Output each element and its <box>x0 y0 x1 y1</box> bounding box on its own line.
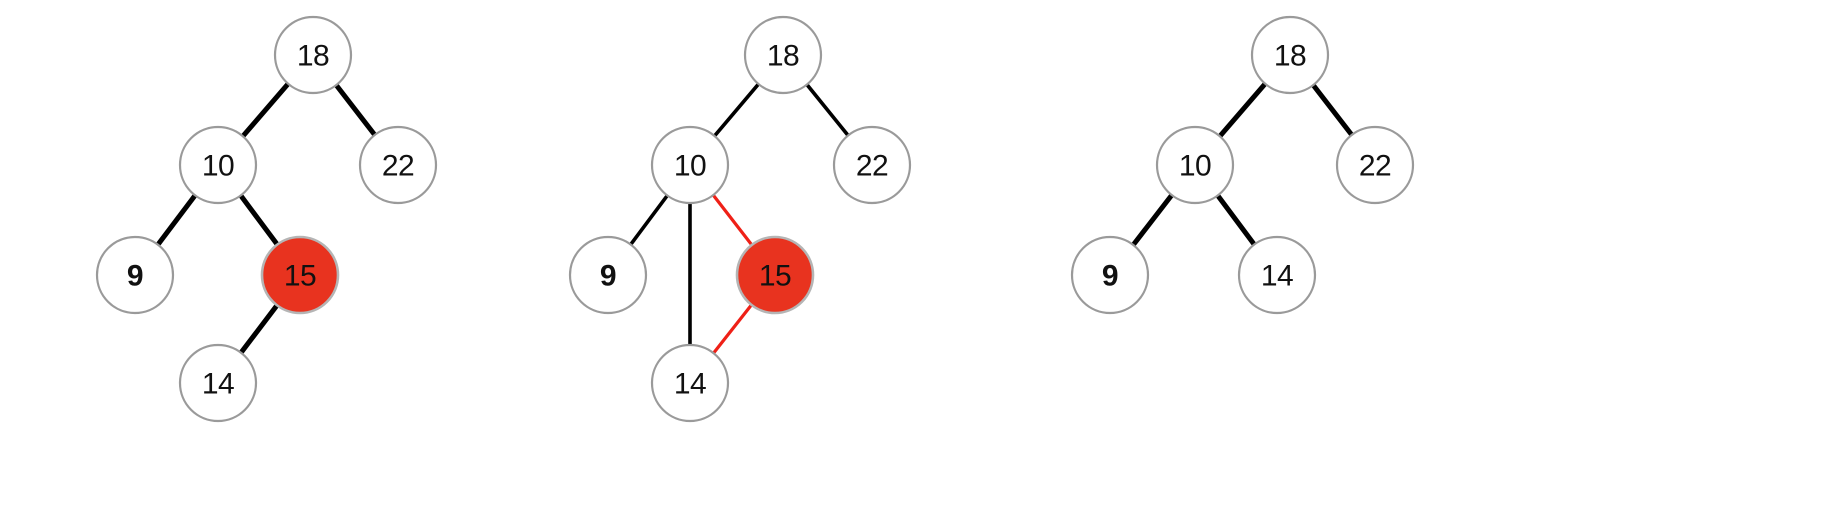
tree-node-22[interactable]: 22 <box>832 125 912 205</box>
tree-edge-18-10 <box>1217 82 1268 138</box>
node-circle[interactable] <box>273 15 353 95</box>
tree-node-22[interactable]: 22 <box>358 125 438 205</box>
tree-node-9[interactable]: 9 <box>95 235 175 315</box>
tree-edge-10-9 <box>629 194 669 246</box>
node-label: 14 <box>674 368 706 401</box>
tree-edge-15-14 <box>712 304 753 354</box>
node-circle[interactable] <box>178 125 258 205</box>
node-label: 14 <box>202 368 234 401</box>
tree-edge-18-10 <box>713 82 760 138</box>
binary-tree-after-deletion-edges <box>1131 82 1354 247</box>
tree-edge-10-9 <box>155 193 198 247</box>
binary-tree-before-deletion-nodes: 18 10 22 9 15 14 <box>95 15 438 423</box>
tree-node-14[interactable]: 14 <box>1237 235 1317 315</box>
tree-edge-18-22 <box>334 83 377 137</box>
tree-node-14[interactable]: 14 <box>650 343 730 423</box>
node-label: 22 <box>1359 150 1391 183</box>
node-circle[interactable] <box>1237 235 1317 315</box>
node-label: 9 <box>127 260 143 293</box>
node-circle[interactable] <box>743 15 823 95</box>
tree-edge-10-15 <box>238 193 280 247</box>
node-label: 18 <box>767 40 799 73</box>
node-label: 10 <box>202 150 234 183</box>
node-circle[interactable] <box>1250 15 1330 95</box>
tree-node-15[interactable]: 15 <box>735 235 815 315</box>
node-circle[interactable] <box>95 235 175 315</box>
node-circle-highlighted[interactable] <box>735 235 815 315</box>
node-label: 18 <box>1274 40 1306 73</box>
binary-tree-during-deletion-edges <box>629 82 850 354</box>
tree-edge-18-22 <box>805 83 850 137</box>
tree-edge-10-9 <box>1131 193 1174 247</box>
node-label: 22 <box>856 150 888 183</box>
node-label: 18 <box>297 40 329 73</box>
tree-node-18[interactable]: 18 <box>743 15 823 95</box>
tree-node-22[interactable]: 22 <box>1335 125 1415 205</box>
tree-node-18[interactable]: 18 <box>273 15 353 95</box>
node-label: 9 <box>600 260 616 293</box>
node-circle[interactable] <box>650 125 730 205</box>
node-label: 10 <box>674 150 706 183</box>
tree-node-10[interactable]: 10 <box>1155 125 1235 205</box>
node-label: 22 <box>382 150 414 183</box>
node-label: 9 <box>1102 260 1118 293</box>
node-circle[interactable] <box>650 343 730 423</box>
tree-edge-15-14 <box>239 303 279 355</box>
node-label: 14 <box>1261 260 1293 293</box>
tree-node-10[interactable]: 10 <box>650 125 730 205</box>
tree-node-10[interactable]: 10 <box>178 125 258 205</box>
node-label: 10 <box>1179 150 1211 183</box>
tree-node-15[interactable]: 15 <box>260 235 340 315</box>
node-circle[interactable] <box>358 125 438 205</box>
tree-node-9[interactable]: 9 <box>1070 235 1150 315</box>
node-label: 15 <box>759 260 791 293</box>
node-label: 15 <box>284 260 316 293</box>
binary-tree-during-deletion-nodes: 18 10 22 9 15 14 <box>568 15 912 423</box>
node-circle[interactable] <box>568 235 648 315</box>
tree-node-14[interactable]: 14 <box>178 343 258 423</box>
node-circle[interactable] <box>832 125 912 205</box>
edges-layer <box>155 82 1354 355</box>
tree-node-9[interactable]: 9 <box>568 235 648 315</box>
tree-edge-10-14 <box>1215 193 1257 247</box>
binary-tree-before-deletion-edges <box>155 82 377 355</box>
binary-tree-after-deletion-nodes: 18 10 22 9 14 <box>1070 15 1415 315</box>
nodes-layer: 18 10 22 9 15 14 18 10 22 9 15 14 18 10 22 9 14 <box>95 15 1415 423</box>
tree-edge-18-22 <box>1311 83 1354 137</box>
node-circle[interactable] <box>1335 125 1415 205</box>
node-circle[interactable] <box>1070 235 1150 315</box>
node-circle-highlighted[interactable] <box>260 235 340 315</box>
tree-edge-10-15 <box>712 194 753 246</box>
tree-node-18[interactable]: 18 <box>1250 15 1330 95</box>
node-circle[interactable] <box>1155 125 1235 205</box>
node-circle[interactable] <box>178 343 258 423</box>
tree-edge-18-10 <box>240 82 291 138</box>
